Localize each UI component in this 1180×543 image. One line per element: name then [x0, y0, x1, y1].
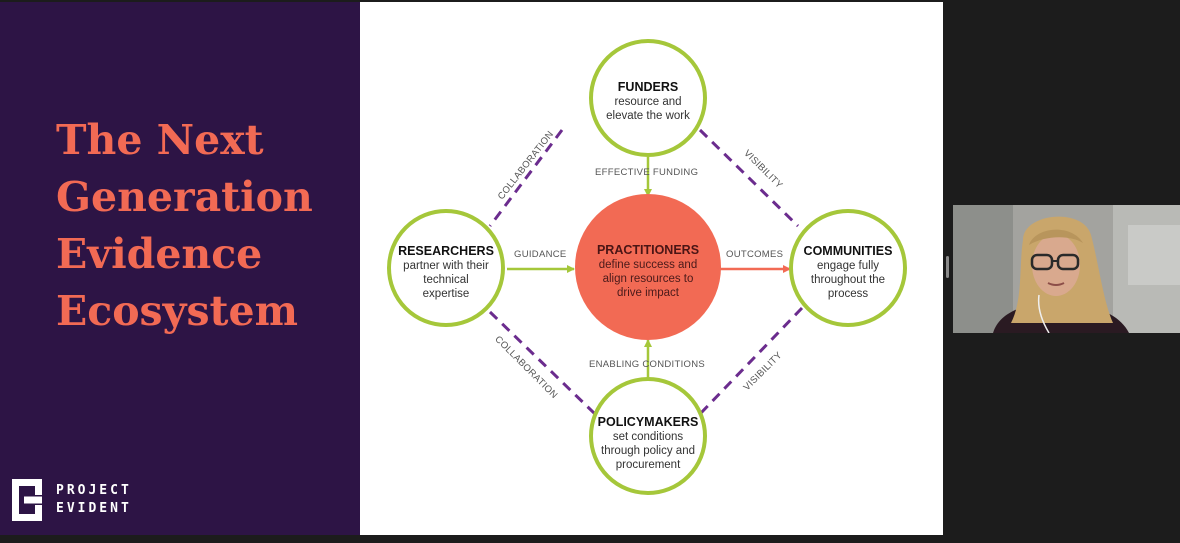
participant-video-feed [953, 205, 1180, 333]
slide-title-line: Generation [56, 173, 313, 221]
enabling-conditions-label: ENABLING CONDITIONS [589, 359, 706, 370]
policymakers-text: POLICYMAKERS set conditions through poli… [586, 414, 710, 472]
project-evident-logo-icon [12, 479, 42, 521]
communities-desc-line: engage fully [816, 260, 880, 272]
practitioners-desc-line: define success and [598, 259, 698, 271]
policymakers-title: POLICYMAKERS [597, 415, 699, 429]
practitioners-node [575, 194, 721, 340]
communities-desc-line: process [827, 288, 869, 300]
researchers-desc-line: technical [423, 274, 469, 286]
visibility-top-line [698, 128, 800, 228]
participant-video-tile[interactable] [953, 205, 1180, 333]
evidence-ecosystem-diagram: FUNDERS resource and elevate the work RE… [360, 2, 943, 535]
slide-title-line: Evidence [56, 230, 263, 278]
shared-slide: The Next Generation Evidence Ecosystem P… [0, 2, 943, 535]
funders-desc-line: resource and [614, 96, 682, 108]
logo-line-2: EVIDENT [56, 501, 132, 516]
funders-title: FUNDERS [617, 80, 679, 94]
slide-title-line: The Next [56, 116, 264, 164]
researchers-text: RESEARCHERS partner with their technical… [384, 243, 508, 301]
effective-funding-label: EFFECTIVE FUNDING [595, 167, 699, 178]
slide-title: The Next Generation Evidence Ecosystem [56, 112, 313, 340]
researchers-node [387, 209, 505, 327]
researchers-desc-line: partner with their [403, 260, 489, 272]
slide-title-panel: The Next Generation Evidence Ecosystem P… [0, 2, 360, 535]
communities-node [789, 209, 907, 327]
communities-desc-line: throughout the [810, 274, 886, 286]
researchers-desc-line: expertise [422, 288, 470, 300]
practitioners-desc-line: align resources to [602, 273, 694, 285]
communities-title: COMMUNITIES [803, 244, 893, 258]
collaboration-bottom-line [488, 310, 597, 416]
logo-line-1: PROJECT [56, 483, 132, 498]
policymakers-desc-line: through policy and [601, 445, 695, 457]
practitioners-title: PRACTITIONERS [596, 243, 700, 257]
visibility-bottom-line [698, 306, 804, 416]
policymakers-desc-line: set conditions [612, 431, 684, 443]
policymakers-desc-line: procurement [615, 459, 681, 471]
communities-text: COMMUNITIES engage fully throughout the … [788, 243, 908, 301]
practitioners-desc-line: drive impact [617, 287, 679, 299]
project-evident-logo: PROJECT EVIDENT [12, 479, 132, 521]
funders-text: FUNDERS resource and elevate the work [588, 79, 708, 123]
diagram-graphics [387, 39, 907, 495]
funders-desc-line: elevate the work [606, 110, 690, 122]
funders-node [589, 39, 707, 157]
outcomes-label: OUTCOMES [726, 249, 784, 260]
practitioners-text: PRACTITIONERS define success and align r… [578, 242, 718, 300]
researchers-title: RESEARCHERS [398, 244, 494, 258]
guidance-label: GUIDANCE [514, 249, 567, 260]
panel-resize-handle[interactable] [946, 256, 949, 278]
logo-wordmark: PROJECT EVIDENT [56, 482, 132, 518]
collaboration-top-line [488, 129, 564, 227]
policymakers-node [589, 377, 707, 495]
slide-title-line: Ecosystem [56, 287, 298, 335]
